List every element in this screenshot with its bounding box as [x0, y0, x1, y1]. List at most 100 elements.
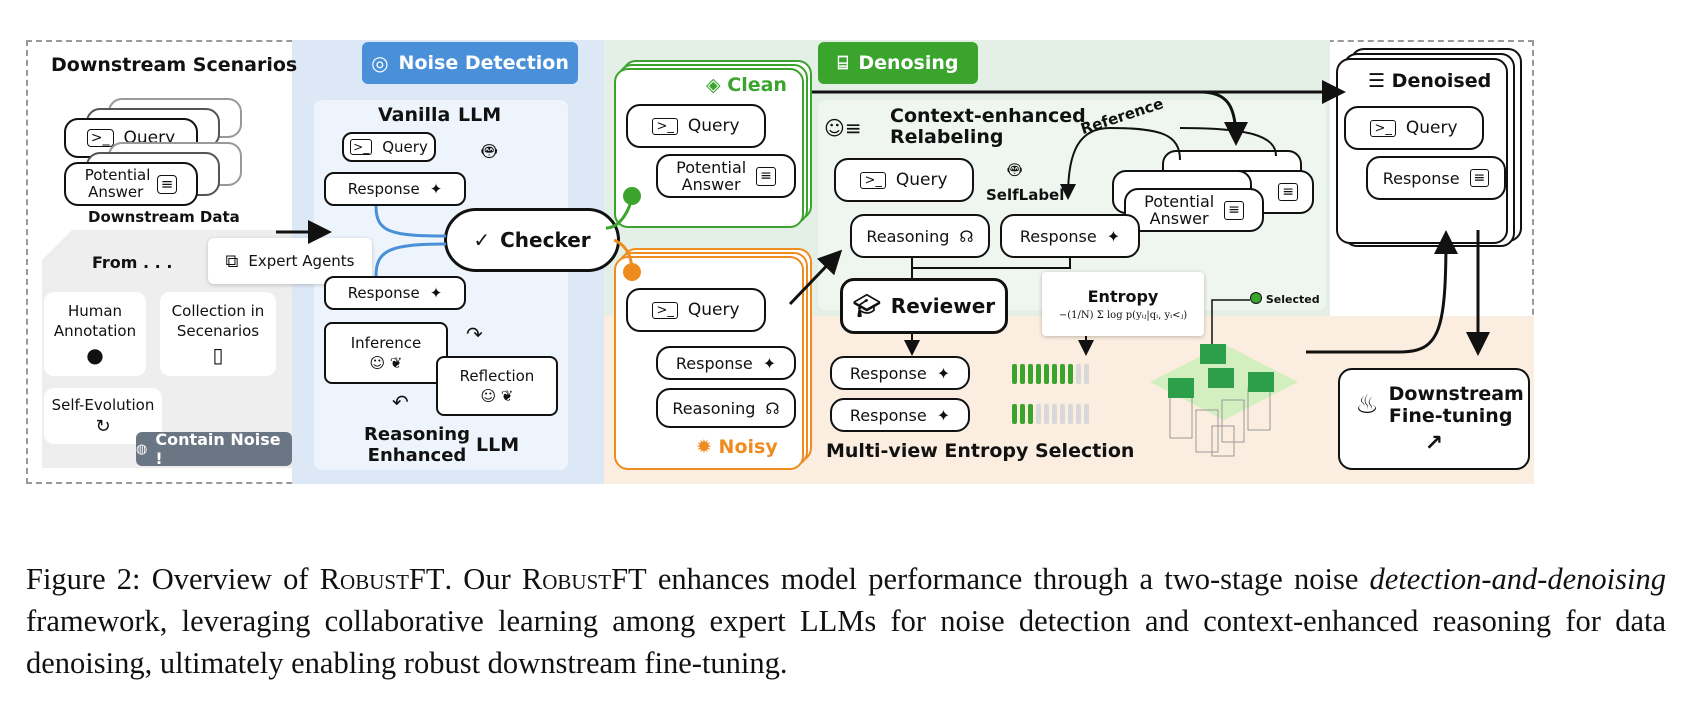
finetune-card[interactable]: ♨ Downstream Fine-tuning ↗: [1338, 368, 1530, 470]
entropy-segment: [1044, 364, 1049, 384]
selection-response-2-label: Response: [849, 405, 927, 425]
human-annotation-card: Human Annotation ●: [44, 292, 146, 376]
reference-answer-label: Potential Answer: [1144, 192, 1215, 228]
terminal-icon: >_: [86, 129, 114, 147]
human-annotation-label: Human Annotation: [53, 302, 137, 340]
checker-label: Checker: [500, 228, 591, 252]
entropy-segment: [1084, 364, 1089, 384]
entropy-segment: [1068, 404, 1073, 424]
reviewer-node[interactable]: 🎓︎ Reviewer: [840, 278, 1008, 334]
check-badge-icon: ✓: [473, 228, 491, 252]
entropy-segment: [1052, 364, 1057, 384]
relabel-query-card: >_ Query: [834, 158, 974, 202]
noisy-label: ✹ Noisy: [696, 436, 778, 458]
vanilla-query-label: Query: [382, 138, 428, 156]
contain-noise-badge: ◍ Contain Noise !: [136, 430, 292, 468]
noisy-text: Noisy: [718, 436, 778, 458]
graduation-cap-icon: 🎓︎: [852, 293, 881, 319]
broom-icon: ⌸: [837, 52, 849, 74]
potential-answer-label: Potential Answer: [84, 166, 151, 201]
splash-icon: ✹: [696, 436, 712, 458]
sparkle-icon: ✦: [429, 284, 443, 302]
reasoning-enhanced-label: Reasoning Enhanced: [364, 424, 470, 466]
noisy-reasoning-card: Reasoning ☊: [656, 388, 796, 428]
reasoning-llm-label: LLM: [476, 434, 520, 456]
reference-answer-card: Potential Answer ≡: [1124, 188, 1264, 232]
selflabel-label: SelfLabel: [986, 186, 1065, 204]
relabel-reasoning-card: Reasoning ☊: [850, 214, 990, 258]
vanilla-llm-label: LLM: [458, 104, 502, 126]
robot-icon: 🤖︎: [482, 137, 497, 165]
flame-icon: ♨: [1355, 389, 1379, 420]
entropy-title: Entropy: [1087, 287, 1159, 306]
clean-answer-label: Potential Answer: [676, 158, 747, 194]
selected-dot-icon: [1250, 292, 1262, 304]
vanilla-query-card: >_ Query: [342, 132, 436, 162]
caption-name-2: RobustFT: [521, 562, 647, 596]
database-icon: ☰: [1368, 70, 1386, 92]
relabel-response-card: Response ✦: [1000, 214, 1140, 258]
entropy-segment: [1028, 404, 1033, 424]
terminal-icon: >_: [652, 117, 678, 135]
message-icon: ≡: [756, 166, 776, 186]
downstream-data-label: Downstream Data: [88, 208, 240, 226]
from-label: From . . .: [92, 253, 173, 272]
selflabel-robot-icon: 🤖︎: [1008, 158, 1022, 183]
entropy-formula: −(1/N) Σ log p(yᵢⱼ|qᵢ, yᵢ<ⱼ): [1058, 310, 1188, 321]
entropy-segment: [1076, 404, 1081, 424]
caption-prefix: Figure 2: Overview of: [26, 562, 320, 596]
reflection-card: Reflection ☺ ❦: [436, 356, 558, 416]
collection-card: Collection in Secenarios ▯: [160, 292, 276, 376]
reviewer-label: Reviewer: [890, 294, 996, 318]
selection-response-1: Response ✦: [830, 356, 970, 390]
cycle-icon: ↻: [95, 415, 111, 437]
terminal-icon: >_: [350, 139, 373, 155]
noisy-reasoning-label: Reasoning: [672, 398, 756, 418]
caption-italic: detection-and-denoising: [1369, 562, 1666, 596]
collection-label: Collection in Secenarios: [171, 302, 265, 340]
terminal-icon: >_: [1370, 119, 1396, 137]
terminal-icon: >_: [860, 171, 886, 189]
cycle-arrow-bottom-icon: ↶: [392, 390, 409, 414]
noise-detection-header: ◎ Noise Detection: [362, 42, 578, 84]
entropy-bar-1: [1012, 364, 1089, 384]
sparkle-icon: ✦: [936, 405, 951, 425]
noise-detection-title: Noise Detection: [398, 52, 569, 74]
noisy-response-label: Response: [675, 353, 753, 373]
entropy-card: Entropy −(1/N) Σ log p(yᵢⱼ|qᵢ, yᵢ<ⱼ): [1042, 272, 1204, 336]
denoised-response-card: Response ≡: [1366, 156, 1506, 200]
denoised-title: ☰ Denoised: [1368, 70, 1491, 92]
message-icon: ≡: [156, 174, 178, 194]
denoising-header: ⌸ Denosing: [818, 42, 978, 84]
scenarios-title: Downstream Scenarios: [51, 54, 298, 76]
agents-icon: ⧉: [225, 250, 239, 272]
denoised-card: [1336, 58, 1508, 244]
expert-agents-card: ⧉ Expert Agents: [208, 238, 372, 284]
entropy-segment: [1028, 364, 1033, 384]
checker-node[interactable]: ✓ Checker: [444, 208, 620, 272]
sparkle-icon: ✦: [936, 363, 951, 383]
entropy-segment: [1044, 404, 1049, 424]
brain-icon: ☺ ❦: [369, 354, 403, 372]
entropy-segment: [1076, 364, 1081, 384]
noise-icon: ◍: [136, 441, 148, 457]
multi-view-label: Multi-view Entropy Selection: [826, 440, 1135, 462]
radar-icon: ◎: [371, 51, 389, 75]
caption-mid1: . Our: [444, 562, 522, 596]
head-icon: ☊: [765, 398, 780, 418]
clean-card: [614, 68, 804, 228]
relabel-icon: ☺≡: [824, 116, 862, 140]
caption-name: RobustFT: [319, 562, 445, 596]
reasoning-response-label: Response: [347, 284, 420, 302]
selection-response-2: Response ✦: [830, 398, 970, 432]
head-icon: ☊: [959, 226, 974, 246]
noisy-response-card: Response ✦: [656, 346, 796, 380]
brain-icon: ☺ ❦: [480, 387, 514, 405]
relabel-response-label: Response: [1019, 226, 1097, 246]
entropy-segment: [1052, 404, 1057, 424]
inference-label: Inference: [350, 334, 422, 352]
entropy-segment: [1012, 364, 1017, 384]
relabel-reasoning-label: Reasoning: [866, 226, 950, 246]
message-icon: ≡: [1278, 183, 1298, 201]
denoised-response-label: Response: [1382, 168, 1460, 188]
